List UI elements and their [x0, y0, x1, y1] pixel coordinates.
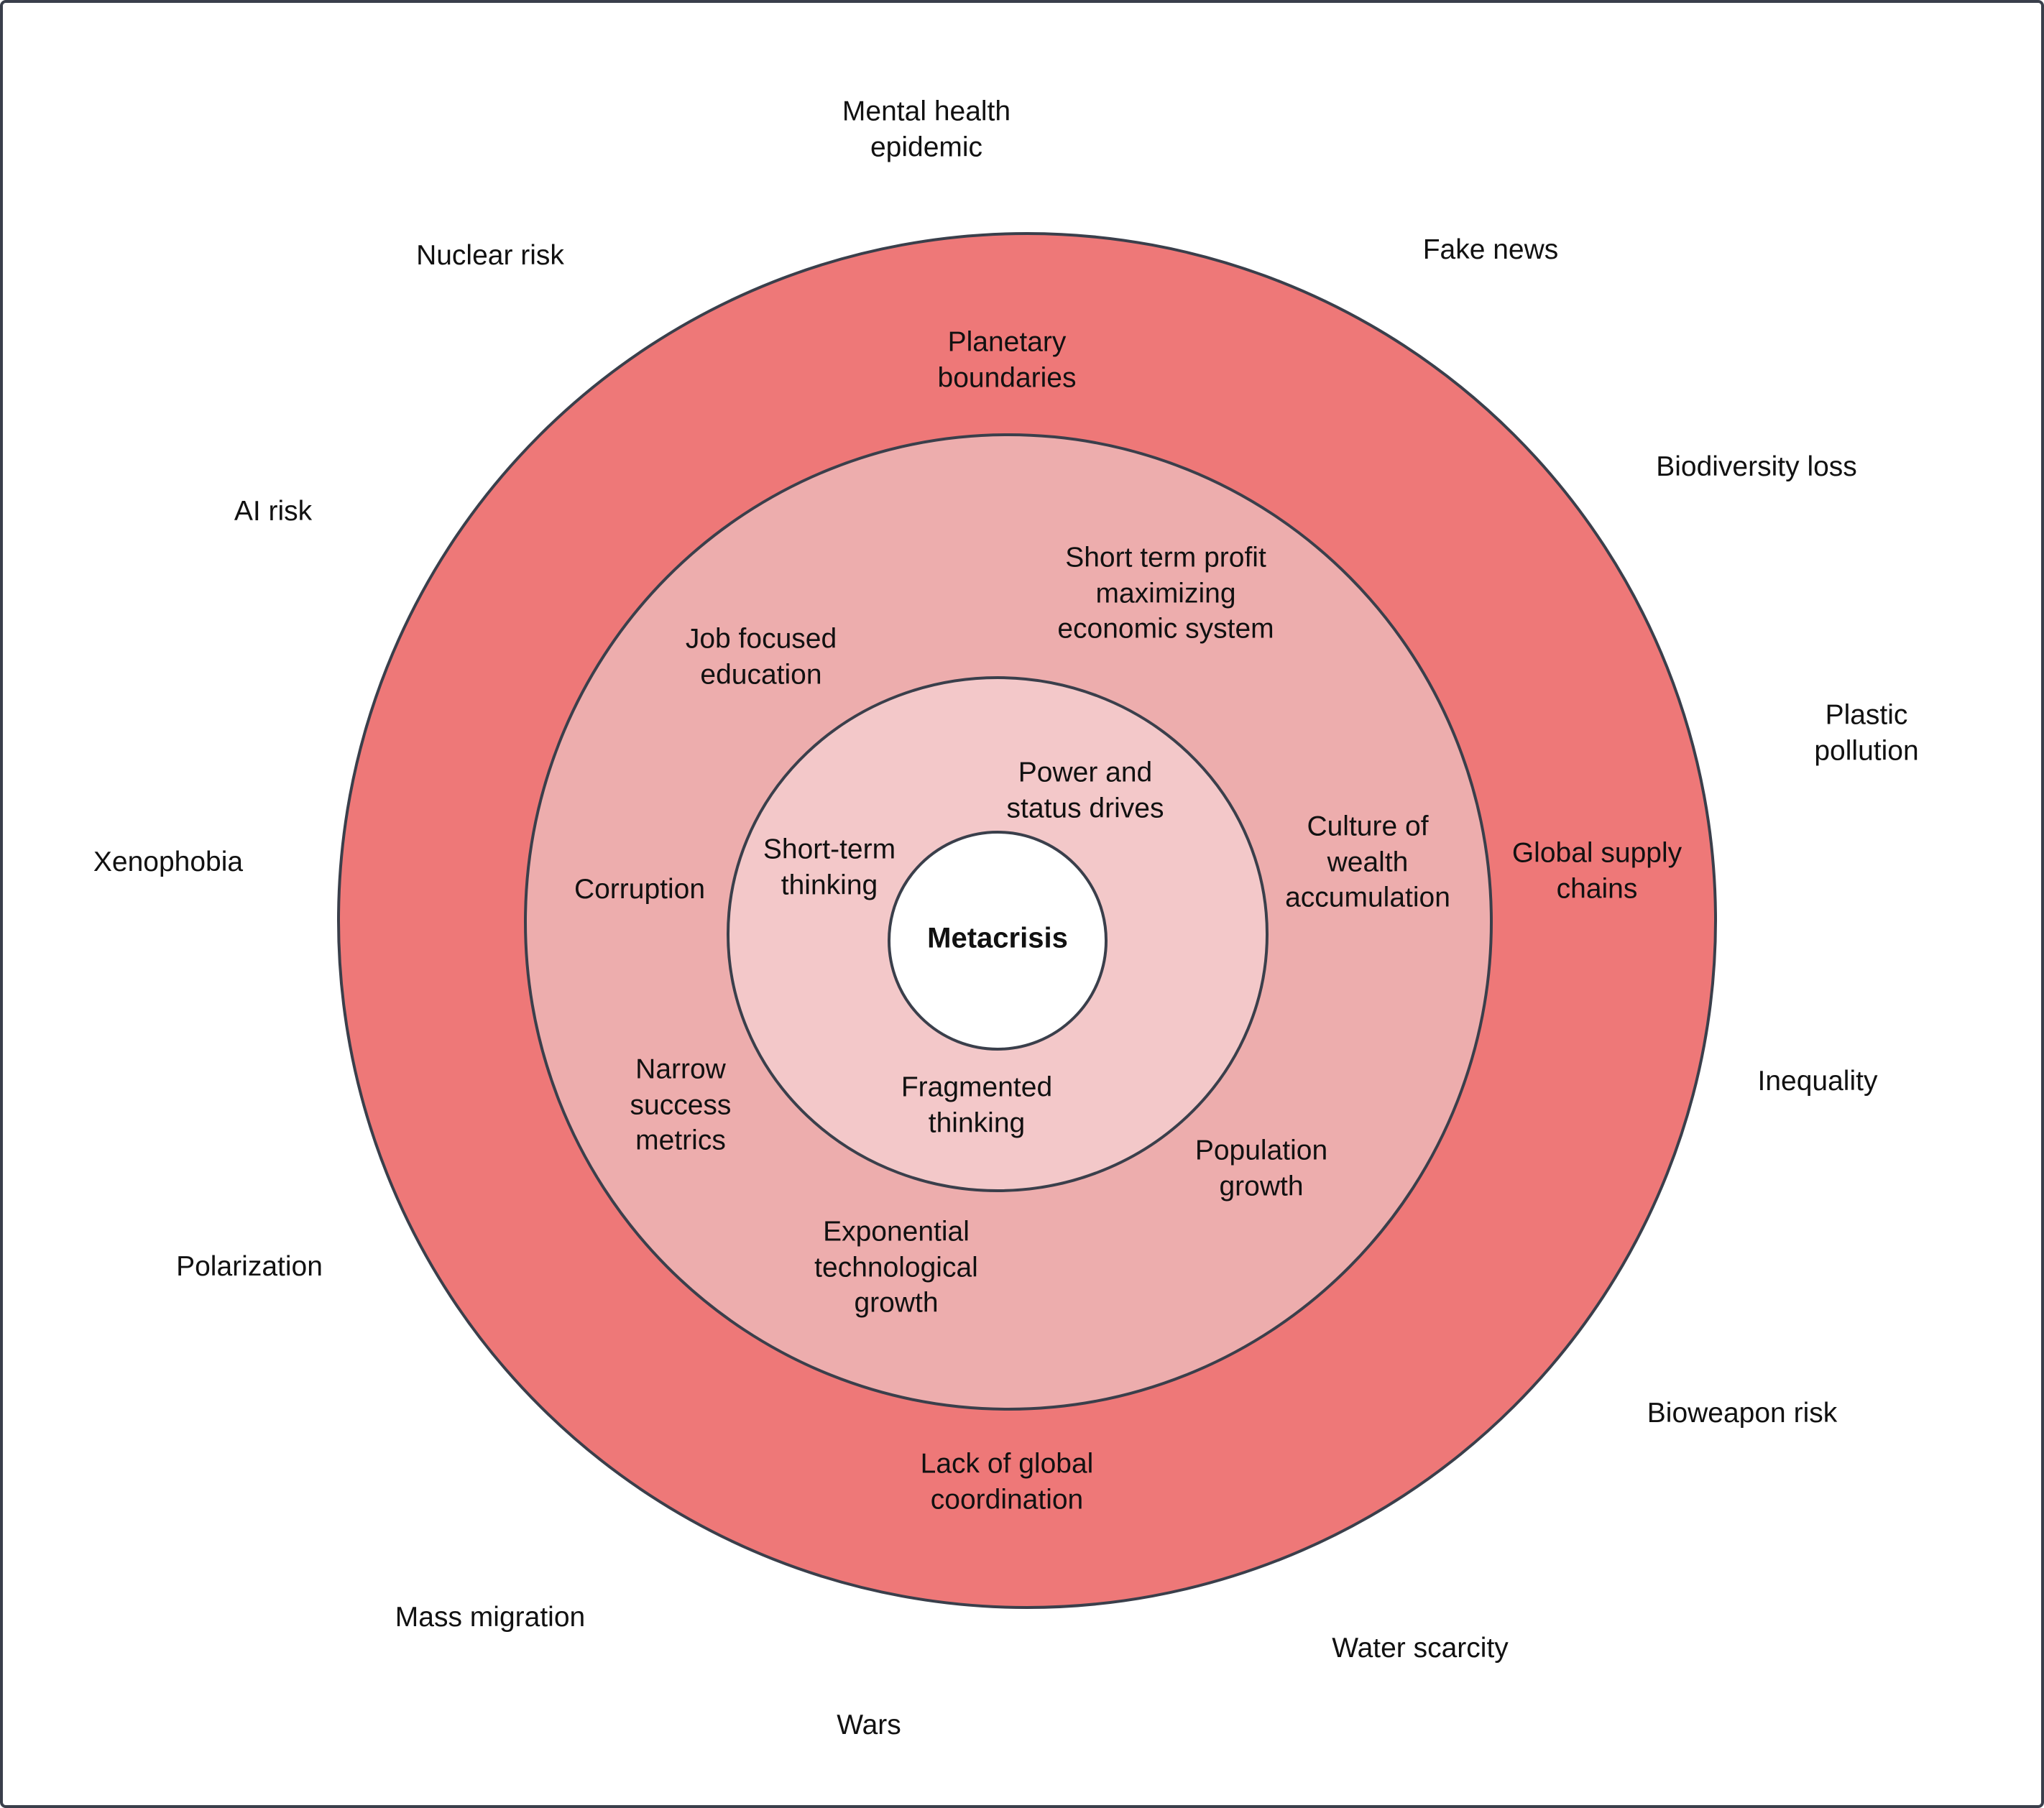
concentric-circles: [337, 232, 1717, 1609]
label-short-term-profit: Short term profit maximizing economic sy…: [1057, 542, 1274, 645]
label-nuclear-risk: Nuclear risk: [416, 240, 564, 272]
label-job-focused-education: Job focused education: [685, 623, 837, 690]
label-bioweapon-risk: Bioweapon risk: [1647, 1398, 1838, 1429]
label-exponential-tech-growth: Exponential technological growth: [814, 1216, 978, 1319]
label-short-term-thinking: Short-term thinking: [763, 834, 896, 900]
label-global-supply-chains: Global supply chains: [1511, 837, 1682, 904]
label-water-scarcity: Water scarcity: [1332, 1633, 1509, 1664]
label-fragmented-thinking: Fragmented thinking: [901, 1071, 1053, 1138]
label-polarization: Polarization: [176, 1251, 323, 1283]
label-power-status-drives: Power and status drives: [1006, 757, 1164, 824]
label-planetary-boundaries: Planetary boundaries: [937, 326, 1077, 393]
core-label-metacrisis: Metacrisis: [927, 922, 1068, 954]
label-mass-migration: Mass migration: [395, 1602, 586, 1633]
label-inequality: Inequality: [1757, 1066, 1878, 1097]
label-population-growth: Population growth: [1194, 1135, 1328, 1202]
label-mental-health-epidemic: Mental health epidemic: [842, 96, 1011, 162]
label-ai-risk: AI risk: [234, 496, 313, 527]
label-narrow-success-metrics: Narrow success metrics: [630, 1053, 732, 1156]
label-fake-news: Fake news: [1422, 234, 1559, 266]
core-circle: [888, 831, 1108, 1051]
label-biodiversity-loss: Biodiversity loss: [1656, 451, 1857, 483]
label-lack-global-coordination: Lack of global coordination: [920, 1448, 1094, 1515]
label-culture-of-wealth: Culture of wealth accumulation: [1285, 811, 1450, 913]
label-plastic-pollution: Plastic pollution: [1814, 699, 1919, 766]
label-wars: Wars: [837, 1710, 901, 1741]
label-corruption: Corruption: [574, 874, 706, 905]
label-xenophobia: Xenophobia: [93, 847, 244, 878]
